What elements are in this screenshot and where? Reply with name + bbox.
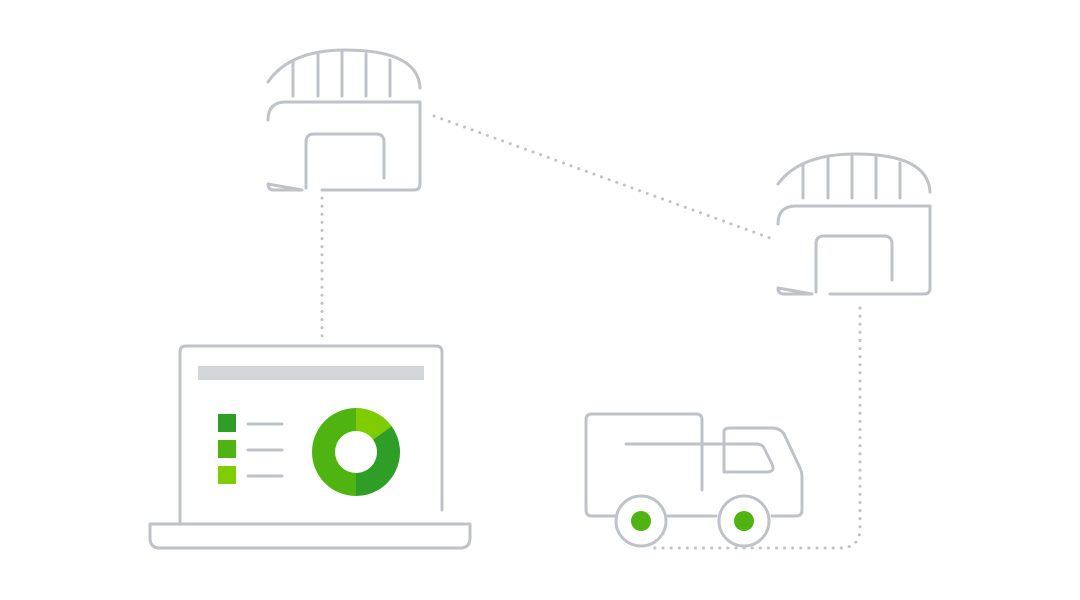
warehouse-icon	[266, 48, 422, 192]
truck-wheel	[717, 494, 771, 548]
connector-warehouse-to-warehouse	[432, 114, 772, 240]
warehouse-body	[776, 204, 932, 296]
laptop-icon	[148, 344, 472, 550]
legend-swatch	[218, 440, 236, 458]
warehouse-door	[304, 132, 386, 190]
warehouse-roof	[776, 152, 932, 194]
warehouse-door	[814, 234, 894, 294]
donut-segment-light	[356, 408, 392, 440]
truck-window	[722, 442, 775, 474]
truck-cab	[722, 426, 804, 518]
delivery-truck-icon	[584, 412, 804, 518]
legend-swatch	[218, 414, 236, 432]
warehouse-roof	[266, 48, 422, 90]
warehouse-body	[266, 100, 422, 192]
connector-warehouse-to-truck	[648, 306, 862, 550]
dashboard-legend	[218, 414, 284, 484]
connectors	[320, 114, 862, 550]
dashboard-header-bar	[198, 366, 424, 380]
truck-wheel	[614, 494, 668, 548]
donut-segment-mid	[312, 408, 356, 496]
laptop-screen	[178, 344, 444, 524]
truck-wheel-hub	[631, 511, 651, 531]
truck-wheel-hub	[734, 511, 754, 531]
legend-swatch	[218, 466, 236, 484]
donut-chart-icon	[312, 408, 401, 496]
truck-cargo-box	[584, 412, 704, 518]
donut-segment-dark	[356, 426, 401, 496]
laptop-base	[148, 522, 472, 550]
warehouse-icon	[776, 152, 932, 296]
